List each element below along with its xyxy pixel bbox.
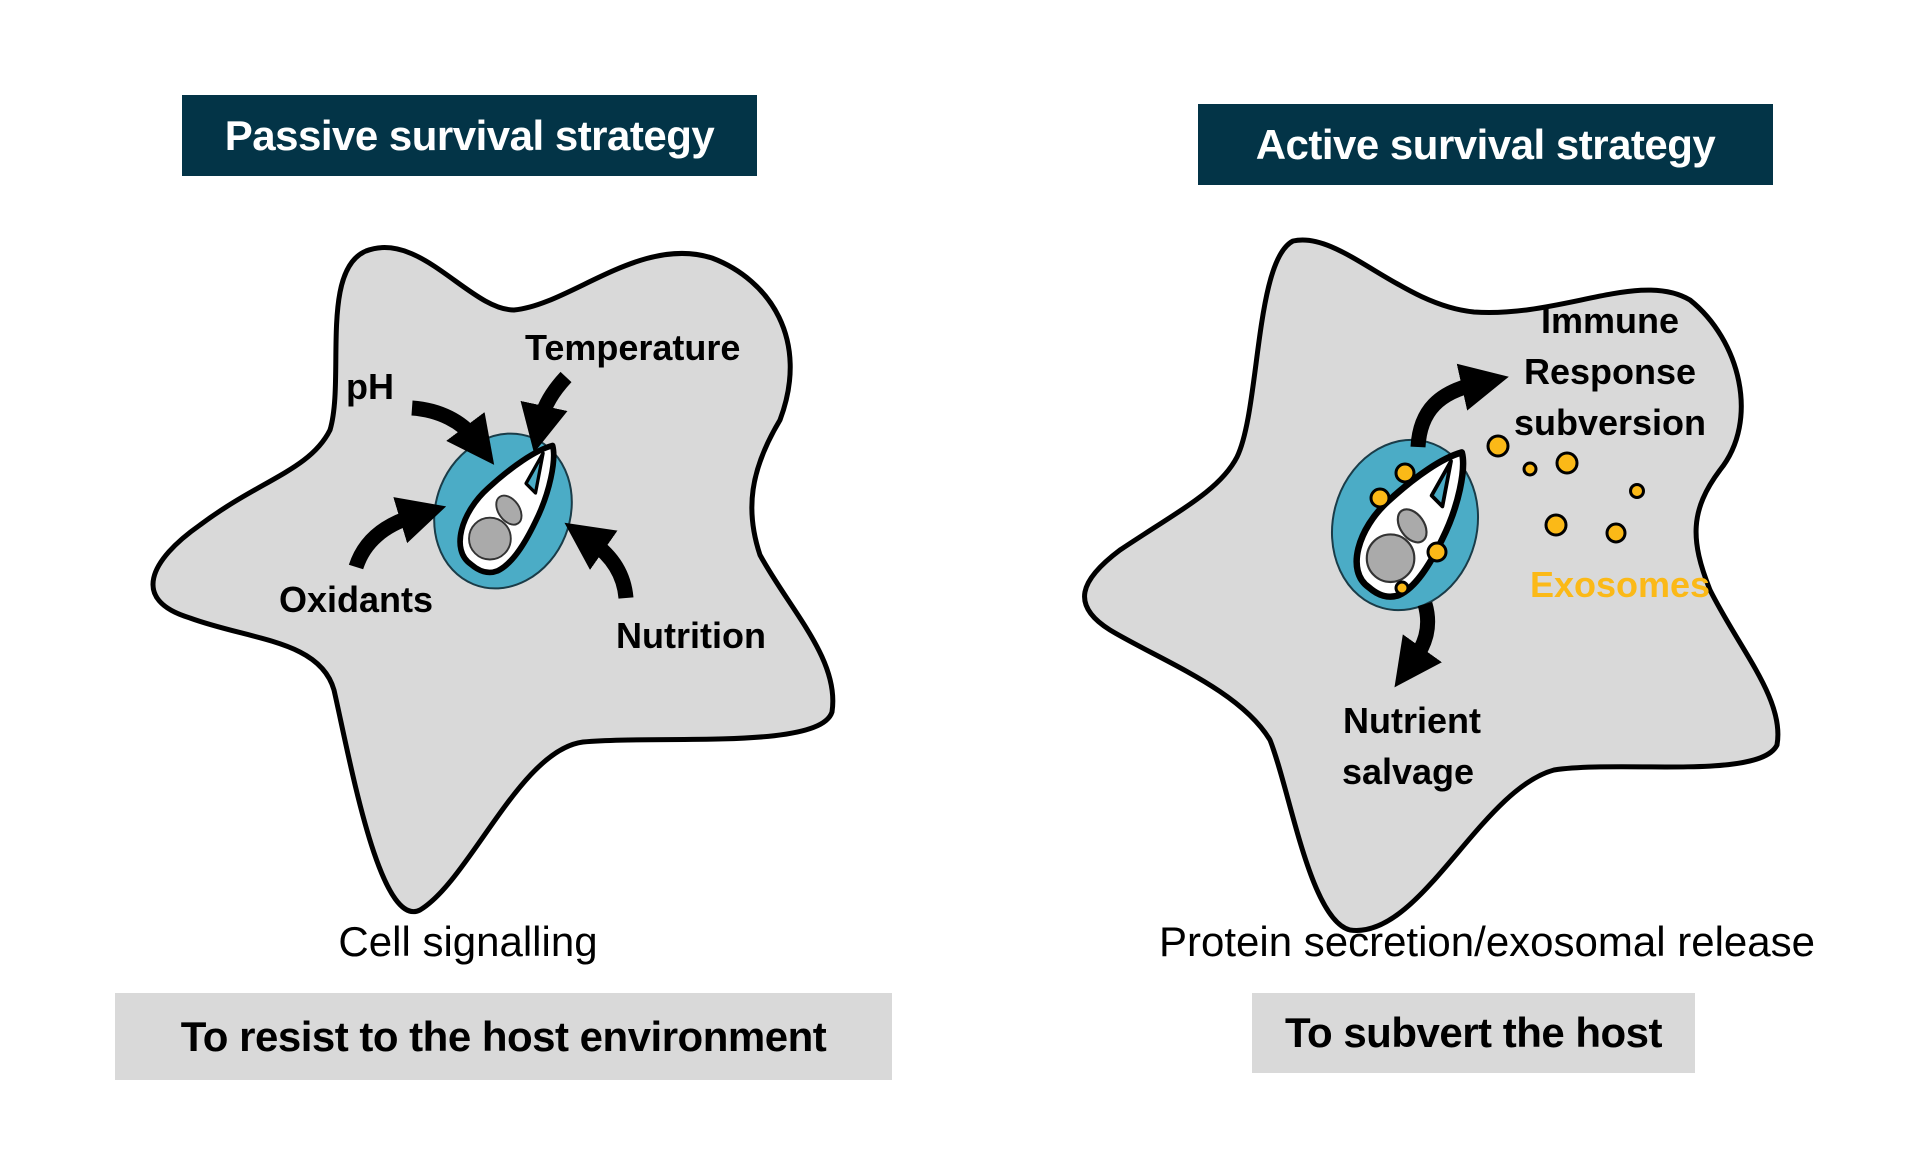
ph-label: pH — [346, 366, 394, 407]
nutrient-label-line1: Nutrient — [1343, 700, 1481, 741]
temperature-arrow-icon — [520, 371, 572, 453]
nutrient-label-line2: salvage — [1342, 751, 1474, 792]
exosome-icon — [1426, 541, 1448, 563]
active-mechanism-caption: Protein secretion/exosomal release — [1158, 918, 1815, 965]
exosome-icon — [1394, 462, 1416, 484]
exosome-icon — [1369, 487, 1391, 509]
temperature-label: Temperature — [525, 327, 740, 368]
exosomes-label: Exosomes — [1530, 564, 1710, 605]
immune-arrow-icon — [1410, 363, 1509, 448]
active-goal-text: To subvert the host — [1284, 1009, 1663, 1056]
exosome-icon — [1629, 483, 1645, 499]
nutrition-label: Nutrition — [616, 615, 766, 656]
passive-goal-text: To resist to the host environment — [180, 1012, 827, 1060]
active-goal-box: To subvert the host — [1252, 993, 1695, 1073]
exosome-icon — [1486, 434, 1510, 458]
passive-mechanism-caption: Cell signalling — [338, 918, 598, 965]
exosome-icon — [1544, 513, 1568, 537]
passive-strategy-title: Passive survival strategy — [224, 111, 715, 159]
nutrition-arrow-icon — [564, 522, 634, 599]
nutrient-arrow-icon — [1394, 601, 1442, 688]
exosome-group — [1369, 434, 1645, 596]
exosome-icon — [1555, 451, 1579, 475]
passive-goal-box: To resist to the host environment — [115, 993, 892, 1080]
oxidants-label: Oxidants — [279, 579, 433, 620]
immune-label-line3: subversion — [1514, 402, 1706, 443]
active-host-cell: Immune Response subversion Exosomes Nutr… — [1082, 237, 1781, 933]
active-strategy-title: Active survival strategy — [1255, 120, 1716, 168]
active-strategy-header: Active survival strategy — [1198, 104, 1773, 185]
exosome-icon — [1522, 461, 1538, 477]
passive-strategy-header: Passive survival strategy — [182, 95, 757, 176]
exosome-icon — [1394, 580, 1410, 596]
exosome-icon — [1605, 522, 1627, 544]
oxidants-arrow-icon — [348, 497, 447, 570]
passive-host-cell: Temperature pH Oxidants Nutrition — [150, 245, 836, 915]
immune-label-line1: Immune — [1541, 300, 1679, 341]
immune-label-line2: Response — [1524, 351, 1696, 392]
ph-arrow-icon — [411, 400, 495, 465]
